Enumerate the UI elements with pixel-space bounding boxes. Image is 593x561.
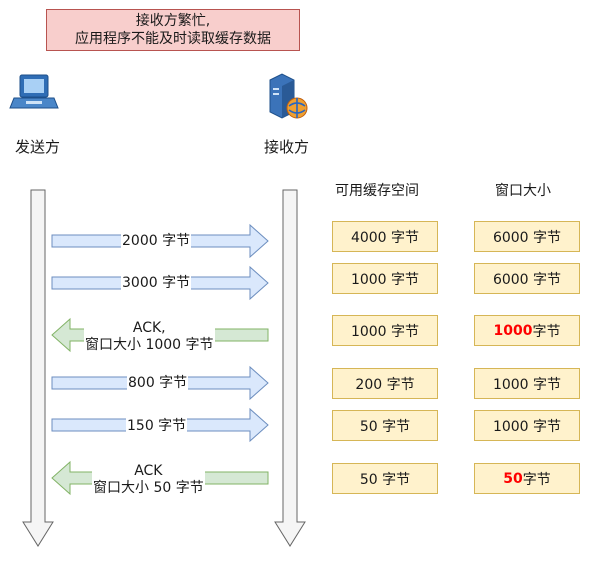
receiver-lifeline [274, 189, 306, 547]
window-cell: 1000 字节 [474, 410, 580, 441]
window-cell: 6000 字节 [474, 221, 580, 252]
buffer-cell: 1000 字节 [332, 315, 438, 346]
window-cell: 50 字节 [474, 463, 580, 494]
buffer-column-header: 可用缓存空间 [335, 183, 419, 199]
window-cell: 1000 字节 [474, 315, 580, 346]
buffer-cell: 4000 字节 [332, 221, 438, 252]
message-label: ACK 窗口大小 50 字节 [92, 463, 205, 497]
buffer-cell: 50 字节 [332, 410, 438, 441]
window-cell: 6000 字节 [474, 263, 580, 294]
buffer-cell: 50 字节 [332, 463, 438, 494]
laptop-icon [9, 74, 59, 109]
sender-lifeline [22, 189, 54, 547]
message-label: 2000 字节 [121, 233, 192, 250]
receiver-label: 接收方 [264, 138, 310, 156]
note-line-1: 接收方繁忙, [135, 13, 211, 29]
message-label: 150 字节 [126, 418, 188, 435]
note-line-2: 应用程序不能及时读取缓存数据 [75, 31, 271, 47]
buffer-cell: 1000 字节 [332, 263, 438, 294]
buffer-cell: 200 字节 [332, 368, 438, 399]
window-column-header: 窗口大小 [495, 183, 551, 199]
sender-label: 发送方 [15, 138, 61, 156]
message-label: 800 字节 [127, 375, 189, 392]
server-icon [269, 73, 308, 119]
status-note: 接收方繁忙, 应用程序不能及时读取缓存数据 [46, 9, 300, 51]
message-label: 3000 字节 [121, 275, 192, 292]
window-cell: 1000 字节 [474, 368, 580, 399]
message-label: ACK, 窗口大小 1000 字节 [84, 320, 215, 354]
